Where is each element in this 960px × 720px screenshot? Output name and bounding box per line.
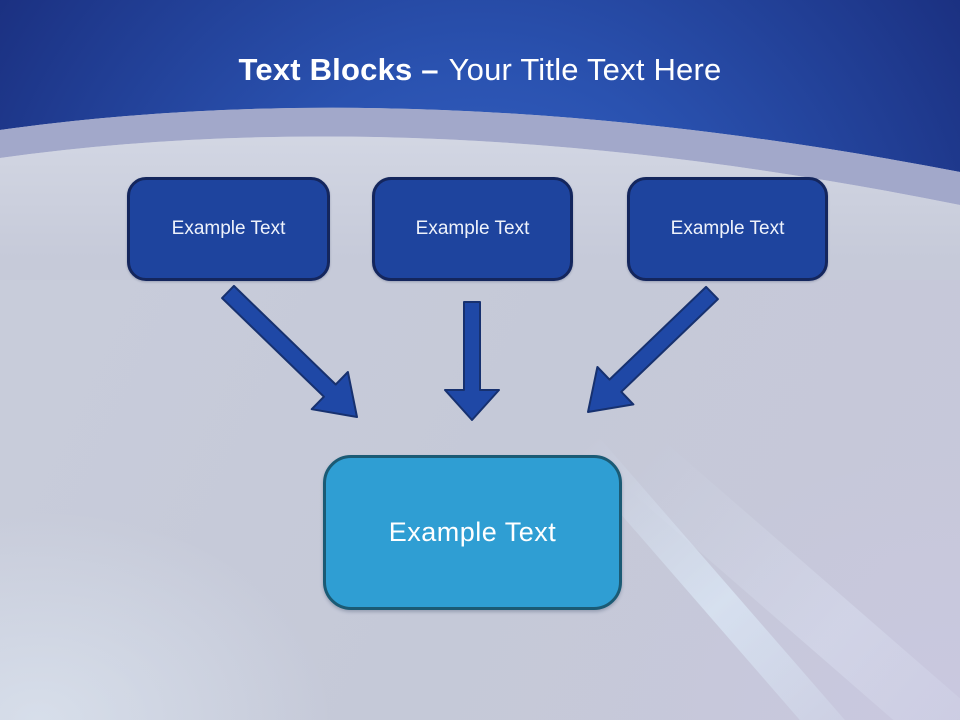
diagonal-arrow-right-icon [587, 285, 719, 413]
background-light-beam [620, 437, 960, 720]
slide-title: Text Blocks – Your Title Text Here [0, 52, 960, 88]
result-block: Example Text [323, 455, 622, 610]
result-block-label: Example Text [388, 517, 557, 547]
down-arrow-icon [444, 301, 500, 421]
text-block-2-label: Example Text [415, 218, 530, 239]
text-block-3-label: Example Text [670, 218, 785, 239]
slide-title-bold: Text Blocks – [238, 52, 439, 87]
diagonal-arrow-left-icon [221, 284, 358, 418]
text-block-2: Example Text [372, 177, 573, 281]
header-lavender-band [0, 107, 960, 205]
slide-title-rest: Your Title Text Here [448, 52, 722, 87]
header-blue-area [0, 0, 960, 172]
text-block-1: Example Text [127, 177, 330, 281]
text-block-3: Example Text [627, 177, 828, 281]
text-block-1-label: Example Text [171, 218, 286, 239]
